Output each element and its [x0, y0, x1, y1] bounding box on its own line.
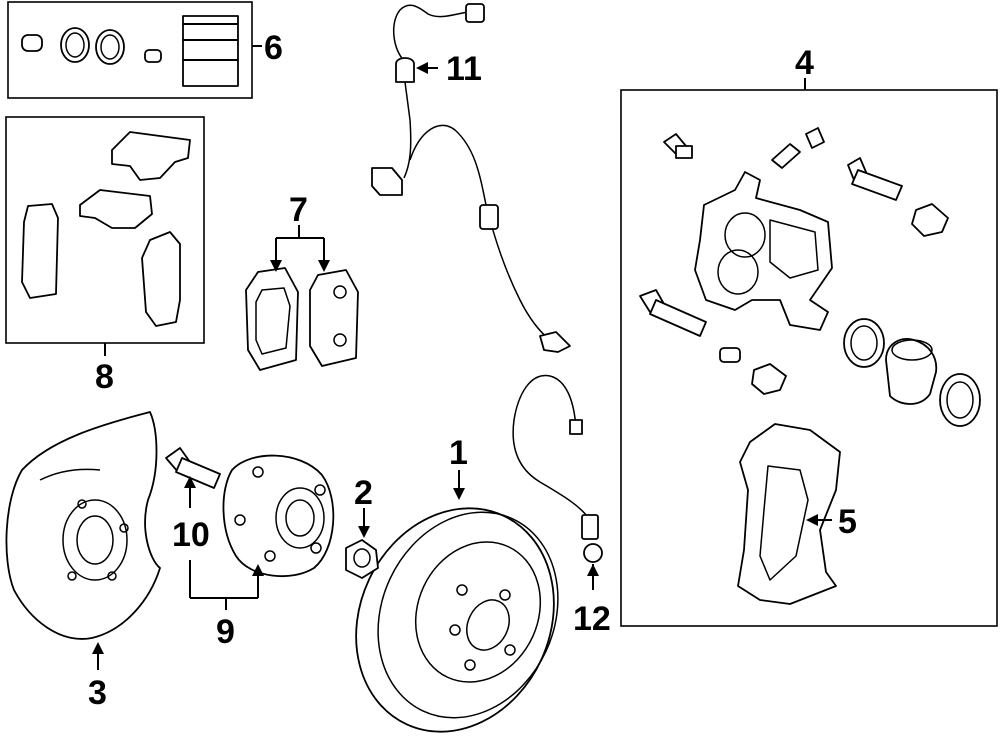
callout-8: 8: [95, 358, 114, 396]
callout-9-bracket: [189, 560, 258, 610]
part-10-wheel-stud: [165, 447, 221, 508]
part-4-caliper-assembly: [620, 78, 998, 627]
part-7-brake-pads: [245, 225, 359, 371]
callout-2: 2: [354, 474, 373, 512]
part-2-hub-nut: [345, 508, 379, 579]
callout-11: 11: [446, 50, 482, 88]
callout-12: 12: [573, 600, 611, 638]
part-9-hub-bearing: [222, 454, 335, 598]
callout-4: 4: [795, 44, 814, 82]
part-6-seal-kit: [7, 1, 262, 99]
part-3-dust-shield: [5, 411, 161, 670]
part-12-brake-hose: [512, 374, 603, 590]
part-11-abs-sensor: [371, 3, 571, 353]
callout-6: 6: [264, 29, 283, 67]
part-1-brake-rotor: [355, 470, 559, 733]
callout-10: 10: [172, 516, 210, 554]
callout-9: 9: [216, 613, 235, 651]
part-5-caliper-bracket: [737, 423, 841, 605]
callout-7: 7: [289, 191, 308, 229]
callout-3: 3: [88, 674, 107, 712]
callout-5: 5: [838, 503, 857, 541]
callout-1: 1: [449, 434, 468, 472]
part-8-pad-hardware-kit: [5, 116, 205, 356]
